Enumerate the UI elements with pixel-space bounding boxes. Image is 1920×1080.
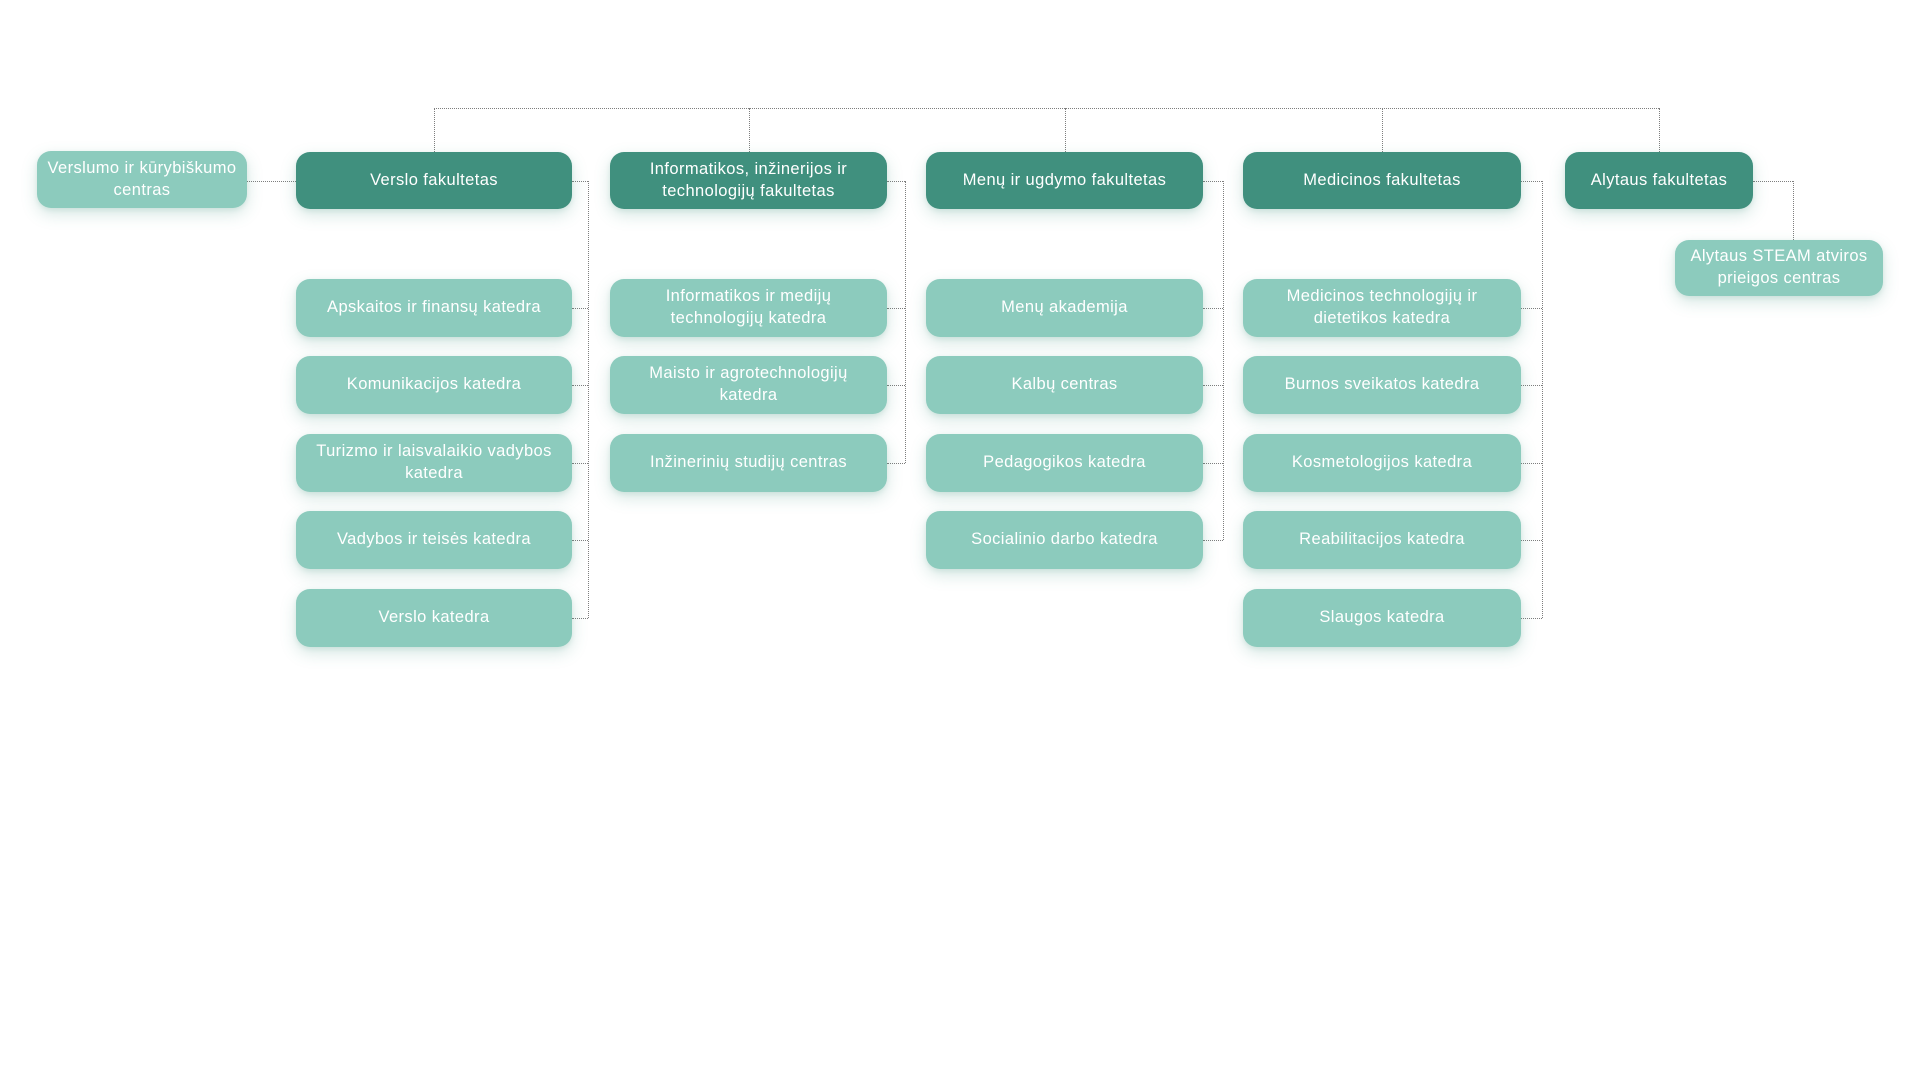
- connector-informatikos-out: [887, 181, 905, 182]
- connector-drop-verslo: [434, 108, 435, 152]
- connector-stub: [1521, 308, 1542, 309]
- node-pedagogikos-katedra: Pedagogikos katedra: [926, 434, 1203, 492]
- node-medicinos-fakultetas: Medicinos fakultetas: [1243, 152, 1521, 209]
- connector-menu-spine: [1223, 181, 1224, 540]
- connector-stub: [1203, 385, 1223, 386]
- connector-stub: [572, 463, 588, 464]
- connector-stub: [1521, 618, 1542, 619]
- connector-stub: [572, 308, 588, 309]
- connector-stub: [1203, 540, 1223, 541]
- connector-drop-informatikos: [749, 108, 750, 152]
- node-menu-ugdymo-fakultetas: Menų ir ugdymo fakultetas: [926, 152, 1203, 209]
- connector-stub: [572, 540, 588, 541]
- node-verslumo-kurybiskumo-centras: Verslumo ir kūrybiškumo centras: [37, 151, 247, 208]
- node-reabilitacijos-katedra: Reabilitacijos katedra: [1243, 511, 1521, 569]
- node-informatikos-mediju-katedra: Informatikos ir medijų technologijų kate…: [610, 279, 887, 337]
- node-verslo-fakultetas: Verslo fakultetas: [296, 152, 572, 209]
- node-alytaus-steam-centras: Alytaus STEAM atviros prieigos centras: [1675, 240, 1883, 296]
- node-vadybos-teises-katedra: Vadybos ir teisės katedra: [296, 511, 572, 569]
- connector-stub: [1203, 308, 1223, 309]
- connector-alytaus-out: [1753, 181, 1793, 182]
- connector-stub: [1203, 463, 1223, 464]
- connector-stub: [572, 618, 588, 619]
- connector-verslumo-verslo: [246, 181, 296, 182]
- node-komunikacijos-katedra: Komunikacijos katedra: [296, 356, 572, 414]
- node-verslo-katedra: Verslo katedra: [296, 589, 572, 647]
- connector-menu-out: [1203, 181, 1223, 182]
- connector-drop-alytaus: [1659, 108, 1660, 152]
- node-kalbu-centras: Kalbų centras: [926, 356, 1203, 414]
- connector-medicinos-out: [1521, 181, 1542, 182]
- node-apskaitos-finansu-katedra: Apskaitos ir finansų katedra: [296, 279, 572, 337]
- connector-stub: [887, 463, 905, 464]
- connector-stub: [1521, 540, 1542, 541]
- connector-stub: [887, 385, 905, 386]
- connector-informatikos-spine: [905, 181, 906, 463]
- connector-drop-menu: [1065, 108, 1066, 152]
- connector-medicinos-spine: [1542, 181, 1543, 618]
- node-kosmetologijos-katedra: Kosmetologijos katedra: [1243, 434, 1521, 492]
- node-slaugos-katedra: Slaugos katedra: [1243, 589, 1521, 647]
- connector-verslo-spine: [588, 181, 589, 618]
- node-informatikos-fakultetas: Informatikos, inžinerijos ir technologij…: [610, 152, 887, 209]
- node-turizmo-laisvalaikio-katedra: Turizmo ir laisvalaikio vadybos katedra: [296, 434, 572, 492]
- connector-drop-medicinos: [1382, 108, 1383, 152]
- connector-stub: [887, 308, 905, 309]
- connector-stub: [1521, 385, 1542, 386]
- node-medicinos-technologiju-katedra: Medicinos technologijų ir dietetikos kat…: [1243, 279, 1521, 337]
- connector-top-trunk: [434, 108, 1659, 109]
- node-menu-akademija: Menų akademija: [926, 279, 1203, 337]
- node-socialinio-darbo-katedra: Socialinio darbo katedra: [926, 511, 1203, 569]
- node-alytaus-fakultetas: Alytaus fakultetas: [1565, 152, 1753, 209]
- connector-alytaus-spine: [1793, 181, 1794, 240]
- node-maisto-agrotechnologiju-katedra: Maisto ir agrotechnologijų katedra: [610, 356, 887, 414]
- connector-stub: [572, 385, 588, 386]
- node-inzineriniu-studiju-centras: Inžinerinių studijų centras: [610, 434, 887, 492]
- connector-verslo-out: [572, 181, 588, 182]
- connector-stub: [1521, 463, 1542, 464]
- node-burnos-sveikatos-katedra: Burnos sveikatos katedra: [1243, 356, 1521, 414]
